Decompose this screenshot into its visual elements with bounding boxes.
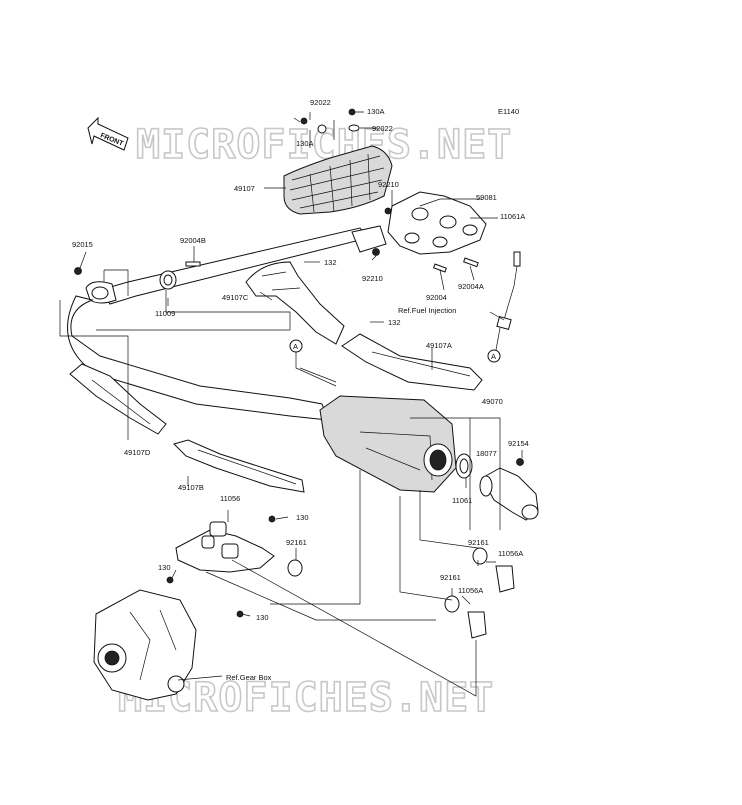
label-92161-b: 92161	[468, 538, 489, 547]
ref-marker-a-left	[289, 339, 303, 353]
label-130a-left: 130A	[296, 139, 314, 148]
label-130a-right: 130A	[367, 107, 385, 116]
label-11056: 11056	[220, 494, 240, 503]
label-92154: 92154	[508, 439, 529, 448]
label-92161-c: 92161	[440, 573, 461, 582]
label-92022-right: 92022	[372, 124, 393, 133]
label-49107: 49107	[234, 184, 255, 193]
stud-92004b	[185, 261, 201, 267]
label-92210-top: 92210	[378, 180, 399, 189]
muffler-mount-bracket	[175, 521, 275, 573]
ref-fuel-injection: Ref.Fuel Injection	[398, 306, 456, 315]
heat-shield-49107d	[69, 363, 167, 435]
tail-pipe-18077	[479, 467, 539, 521]
heat-shield-49107c	[245, 261, 345, 345]
diagram-code: E1140	[498, 107, 519, 116]
label-132-top: 132	[324, 258, 337, 267]
label-92210-bottom: 92210	[362, 274, 383, 283]
bolt-130-b	[166, 576, 174, 584]
label-11061a: 11061A	[500, 212, 525, 221]
bolt-92154	[516, 458, 524, 466]
label-49107b: 49107B	[178, 483, 204, 492]
exhaust-flange-59081	[387, 191, 487, 255]
heat-shield-49107	[283, 145, 393, 215]
label-49070: 49070	[482, 397, 503, 406]
ref-gear-box: Ref.Gear Box	[226, 673, 272, 682]
bolt-130a-top	[300, 117, 308, 125]
label-92022-top: 92022	[310, 98, 331, 107]
stud-92004	[433, 263, 447, 273]
heat-shield-49107b	[173, 439, 305, 493]
mount-11056a-a	[495, 565, 515, 593]
label-92004: 92004	[426, 293, 447, 302]
label-92015: 92015	[72, 240, 93, 249]
label-49107a: 49107A	[426, 341, 452, 350]
stud-92004a	[463, 257, 479, 268]
damper-92161-b	[472, 547, 488, 565]
label-132-bottom: 132	[388, 318, 401, 327]
leader-lines	[59, 111, 523, 697]
oxygen-sensor	[496, 251, 521, 330]
label-11009: 11009	[155, 309, 175, 318]
label-130-b: 130	[158, 563, 171, 572]
gear-box	[93, 589, 197, 701]
nut-92210-a	[384, 207, 392, 215]
label-49107d: 49107D	[124, 448, 151, 457]
washer-92022-top	[317, 124, 327, 134]
label-59081: 59081	[476, 193, 497, 202]
mount-11056a-b	[467, 611, 487, 639]
main-exhaust-pipe	[67, 295, 337, 421]
label-11056a-b: 11056A	[458, 586, 483, 595]
nut-92015	[74, 267, 82, 275]
heat-shield-49107a	[341, 333, 483, 391]
label-92004b: 92004B	[180, 236, 206, 245]
muffler-49070	[319, 395, 457, 493]
label-18077: 18077	[476, 449, 497, 458]
label-49107c: 49107C	[222, 293, 249, 302]
bolt-130-a	[268, 515, 276, 523]
washer-92022-right	[348, 124, 360, 132]
label-130-a: 130	[296, 513, 309, 522]
label-11061: 11061	[452, 496, 472, 505]
front-arrow-icon: FRONT	[87, 116, 129, 151]
damper-92161-a	[287, 559, 303, 577]
ref-marker-a-right	[487, 349, 501, 363]
label-11056a-a: 11056A	[498, 549, 523, 558]
nut-92210-b	[372, 248, 380, 256]
label-130-c: 130	[256, 613, 269, 622]
damper-92161-c	[444, 595, 460, 613]
label-92161-a: 92161	[286, 538, 307, 547]
ref-marker-a-left-text: A	[293, 342, 298, 351]
ref-marker-a-right-text: A	[491, 352, 496, 361]
label-92004a: 92004A	[458, 282, 484, 291]
